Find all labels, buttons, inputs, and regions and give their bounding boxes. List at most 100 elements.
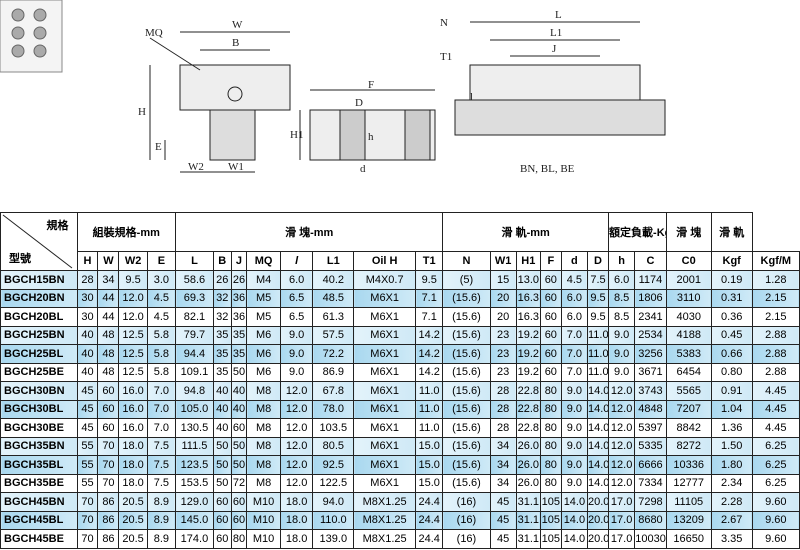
value-cell: 1.28 bbox=[751, 270, 800, 290]
model-cell: BGCH25BN bbox=[0, 325, 78, 345]
value-cell: 105 bbox=[539, 510, 562, 530]
value-cell: 9.0 bbox=[608, 344, 636, 364]
value-cell: M5 bbox=[246, 288, 281, 308]
model-cell: BGCH30BL bbox=[0, 399, 78, 419]
value-cell: 8.5 bbox=[608, 288, 636, 308]
group-block-weight: 滑 塊 bbox=[665, 212, 712, 252]
value-cell: 40 bbox=[230, 381, 248, 401]
value-cell: M8 bbox=[246, 418, 281, 438]
group-rail: 滑 軌-mm bbox=[442, 212, 610, 252]
value-cell: 4188 bbox=[665, 325, 712, 345]
value-cell: 79.7 bbox=[175, 325, 214, 345]
value-cell: M6X1 bbox=[353, 436, 417, 456]
value-cell: 20.0 bbox=[586, 529, 610, 549]
value-cell: 50 bbox=[230, 436, 248, 456]
value-cell: 9.0 bbox=[608, 362, 636, 382]
value-cell: (15.6) bbox=[442, 362, 491, 382]
value-cell: 23 bbox=[489, 362, 517, 382]
value-cell: 3.0 bbox=[146, 270, 177, 290]
column-header-w: W bbox=[97, 251, 120, 271]
value-cell: 7.0 bbox=[146, 399, 177, 419]
value-cell: 10336 bbox=[665, 455, 712, 475]
value-cell: 9.60 bbox=[751, 492, 800, 512]
value-cell: (15.6) bbox=[442, 288, 491, 308]
column-header-l: L bbox=[175, 251, 214, 271]
value-cell: 48 bbox=[97, 362, 120, 382]
model-cell: BGCH20BL bbox=[0, 307, 78, 327]
value-cell: 3256 bbox=[634, 344, 667, 364]
value-cell: 34 bbox=[489, 455, 517, 475]
value-cell: 60 bbox=[539, 288, 562, 308]
value-cell: 2.88 bbox=[751, 325, 800, 345]
value-cell: 145.0 bbox=[175, 510, 214, 530]
value-cell: 2.67 bbox=[710, 510, 753, 530]
value-cell: 50 bbox=[230, 455, 248, 475]
label-B: B bbox=[232, 37, 239, 49]
value-cell: 9.0 bbox=[279, 362, 314, 382]
value-cell: 14.2 bbox=[415, 344, 444, 364]
label-N: N bbox=[440, 17, 448, 29]
value-cell: 44 bbox=[97, 307, 120, 327]
column-header-b: B bbox=[212, 251, 232, 271]
value-cell: 50 bbox=[212, 455, 232, 475]
value-cell: 26.0 bbox=[515, 436, 541, 456]
value-cell: M6X1 bbox=[353, 344, 417, 364]
value-cell: 32 bbox=[212, 288, 232, 308]
value-cell: 55 bbox=[76, 455, 99, 475]
value-cell: 12.0 bbox=[608, 473, 636, 493]
value-cell: 94.0 bbox=[312, 492, 355, 512]
value-cell: M10 bbox=[246, 492, 281, 512]
value-cell: 31.1 bbox=[515, 510, 541, 530]
value-cell: 35 bbox=[212, 362, 232, 382]
value-cell: M8 bbox=[246, 473, 281, 493]
value-cell: 23 bbox=[489, 344, 517, 364]
value-cell: 60 bbox=[539, 325, 562, 345]
value-cell: 174.0 bbox=[175, 529, 214, 549]
value-cell: 12.0 bbox=[608, 399, 636, 419]
value-cell: 4.45 bbox=[751, 418, 800, 438]
value-cell: M6 bbox=[246, 362, 281, 382]
value-cell: M8 bbox=[246, 436, 281, 456]
value-cell: M6X1 bbox=[353, 325, 417, 345]
model-cell: BGCH45BE bbox=[0, 529, 78, 549]
column-header-oil-h: Oil H bbox=[353, 251, 417, 271]
value-cell: 7.5 bbox=[586, 270, 610, 290]
value-cell: 123.5 bbox=[175, 455, 214, 475]
value-cell: 2341 bbox=[634, 307, 667, 327]
value-cell: 9.5 bbox=[586, 307, 610, 327]
column-header-d: D bbox=[586, 251, 610, 271]
value-cell: 12.5 bbox=[118, 362, 148, 382]
value-cell: 14.0 bbox=[586, 436, 610, 456]
value-cell: 9.0 bbox=[560, 455, 589, 475]
value-cell: 78.0 bbox=[312, 399, 355, 419]
value-cell: 15.0 bbox=[415, 455, 444, 475]
value-cell: (16) bbox=[442, 529, 491, 549]
label-H: H bbox=[138, 106, 146, 118]
column-header-c0: C0 bbox=[665, 251, 712, 271]
value-cell: 2001 bbox=[665, 270, 712, 290]
value-cell: M8 bbox=[246, 381, 281, 401]
value-cell: 7.0 bbox=[146, 418, 177, 438]
value-cell: 6.0 bbox=[279, 270, 314, 290]
value-cell: 70 bbox=[97, 455, 120, 475]
value-cell: M8X1.25 bbox=[353, 529, 417, 549]
value-cell: 103.5 bbox=[312, 418, 355, 438]
value-cell: 50 bbox=[230, 362, 248, 382]
value-cell: M8X1.25 bbox=[353, 492, 417, 512]
value-cell: 24.4 bbox=[415, 529, 444, 549]
value-cell: 8.5 bbox=[608, 307, 636, 327]
value-cell: 50 bbox=[212, 436, 232, 456]
label-T1: T1 bbox=[440, 51, 452, 63]
value-cell: 12.0 bbox=[118, 288, 148, 308]
value-cell: 58.6 bbox=[175, 270, 214, 290]
label-H1: H1 bbox=[290, 129, 303, 141]
value-cell: 60 bbox=[230, 418, 248, 438]
value-cell: M6X1 bbox=[353, 418, 417, 438]
value-cell: 6.5 bbox=[279, 288, 314, 308]
value-cell: (16) bbox=[442, 492, 491, 512]
value-cell: 109.1 bbox=[175, 362, 214, 382]
value-cell: 1.80 bbox=[710, 455, 753, 475]
value-cell: 40 bbox=[76, 362, 99, 382]
value-cell: 11.0 bbox=[415, 418, 444, 438]
value-cell: (15.6) bbox=[442, 473, 491, 493]
